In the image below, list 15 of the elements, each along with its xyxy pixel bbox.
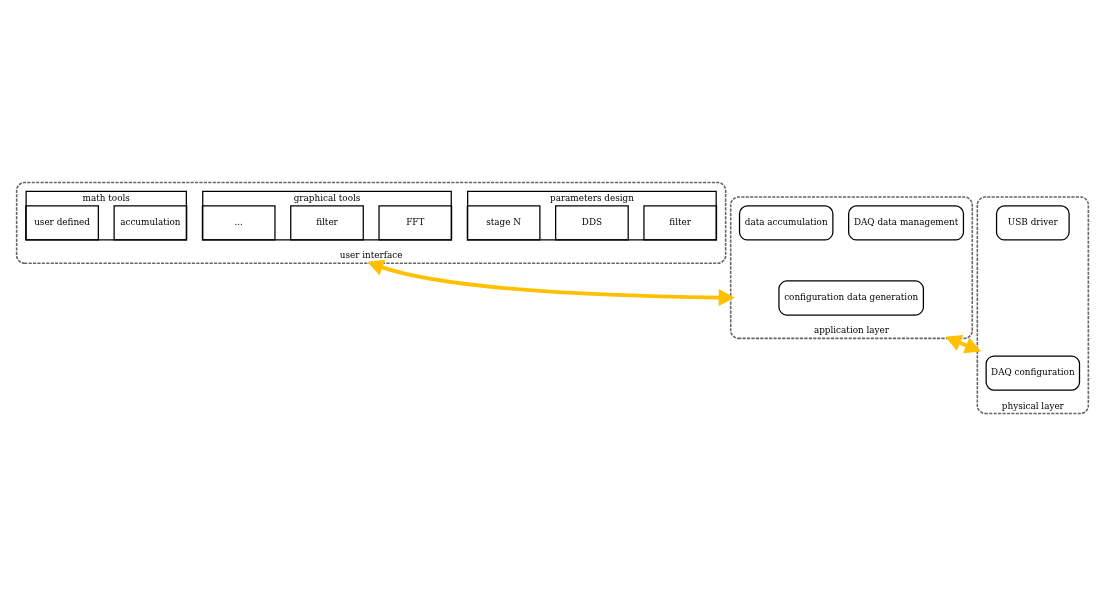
node-box: data accumulation	[738, 205, 834, 241]
node-box: user defined	[25, 205, 99, 241]
node-box: ...	[201, 205, 276, 241]
node-box: filter	[643, 205, 718, 241]
arrow	[945, 335, 982, 354]
node-box: configuration data generation	[778, 280, 924, 316]
node-box: FFT	[378, 205, 453, 241]
node-box: filter	[290, 205, 364, 241]
node-box: stage N	[466, 205, 541, 241]
node-box: DAQ configuration	[985, 355, 1081, 391]
node-box: DDS	[555, 205, 629, 241]
node-box: accumulation	[113, 205, 188, 241]
arrow	[367, 259, 735, 306]
node-box: DAQ data management	[848, 205, 965, 241]
node-box: USB driver	[995, 205, 1070, 241]
